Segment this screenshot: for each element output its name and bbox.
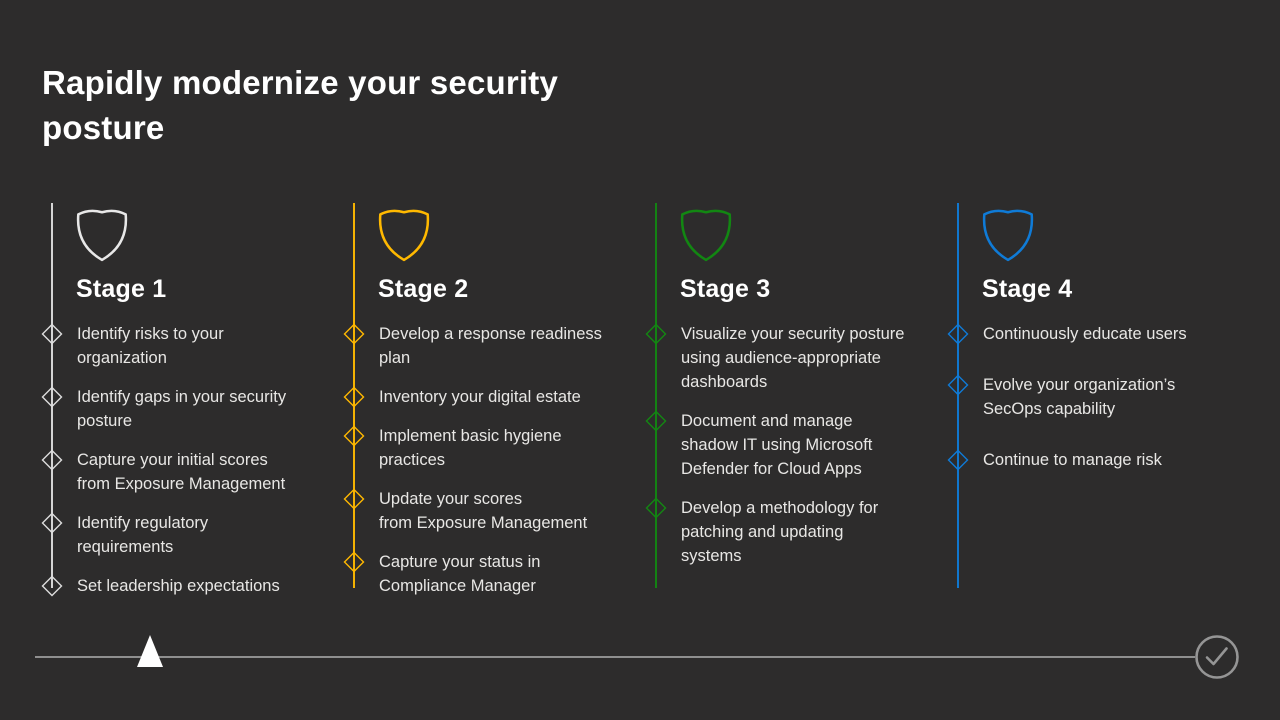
diamond-icon	[41, 575, 63, 597]
stage-item-text: Capture your initial scores from Exposur…	[77, 451, 286, 493]
stage-2-item-list: Develop a response readiness plan Invent…	[342, 322, 642, 613]
stage-1-title: Stage 1	[76, 275, 167, 303]
stage-3-guide-line	[655, 203, 657, 588]
stage-item-text: Continue to manage risk	[983, 451, 1162, 469]
stage-item-text: Evolve your organization’s SecOps capabi…	[983, 376, 1176, 418]
stage-item-text: Inventory your digital estate	[379, 388, 581, 406]
shield-icon	[378, 209, 430, 262]
stage-item: Develop a methodology for patching and u…	[644, 496, 944, 568]
diamond-icon	[947, 323, 969, 345]
stage-item-text: Visualize your security posture using au…	[681, 325, 905, 391]
stage-3-item-list: Visualize your security posture using au…	[644, 322, 944, 583]
stage-item: Update your scores from Exposure Managem…	[342, 487, 642, 535]
stage-item-text: Implement basic hygiene practices	[379, 427, 562, 469]
stage-item-text: Develop a methodology for patching and u…	[681, 499, 879, 565]
page-title: Rapidly modernize your security posture	[42, 64, 559, 146]
diamond-icon	[343, 425, 365, 447]
stage-item-text: Continuously educate users	[983, 325, 1187, 343]
stage-item: Identify risks to your organization	[40, 322, 340, 370]
stage-item: Implement basic hygiene practices	[342, 424, 642, 472]
timeline-line	[35, 656, 1195, 658]
stage-4-item-list: Continuously educate users Evolve your o…	[946, 322, 1246, 499]
stage-item-text: Set leadership expectations	[77, 577, 280, 595]
stage-item: Visualize your security posture using au…	[644, 322, 944, 394]
stage-item: Document and manage shadow IT using Micr…	[644, 409, 944, 481]
stage-item: Inventory your digital estate	[342, 385, 642, 409]
diamond-icon	[343, 386, 365, 408]
stage-1-column: Stage 1 Identify risks to your organizat…	[40, 203, 340, 597]
stage-item: Evolve your organization’s SecOps capabi…	[946, 373, 1246, 421]
diamond-icon	[343, 551, 365, 573]
stage-2-title: Stage 2	[378, 275, 469, 303]
diamond-icon	[645, 323, 667, 345]
stage-item: Capture your status in Compliance Manage…	[342, 550, 642, 598]
diamond-icon	[343, 323, 365, 345]
diamond-icon	[41, 512, 63, 534]
stage-3-title: Stage 3	[680, 275, 771, 303]
shield-icon	[982, 209, 1034, 262]
stage-2-column: Stage 2 Develop a response readiness pla…	[342, 203, 642, 595]
stage-item: Capture your initial scores from Exposur…	[40, 448, 340, 496]
stage-item: Develop a response readiness plan	[342, 322, 642, 370]
stage-item-text: Identify risks to your organization	[77, 325, 224, 367]
triangle-up-icon	[137, 635, 163, 667]
stage-item-text: Capture your status in Compliance Manage…	[379, 553, 541, 595]
stage-4-column: Stage 4 Continuously educate users Evolv…	[946, 203, 1246, 593]
stage-item-text: Identify gaps in your security posture	[77, 388, 287, 430]
stage-1-guide-line	[51, 203, 53, 588]
stage-item-text: Update your scores from Exposure Managem…	[379, 490, 588, 532]
stage-item-text: Develop a response readiness plan	[379, 325, 602, 367]
stage-3-column: Stage 3 Visualize your security posture …	[644, 203, 944, 593]
shield-icon	[680, 209, 732, 262]
stage-4-guide-line	[957, 203, 959, 588]
stage-item: Continue to manage risk	[946, 448, 1246, 472]
diamond-icon	[645, 497, 667, 519]
diamond-icon	[41, 323, 63, 345]
stage-item: Identify regulatory requirements	[40, 511, 340, 559]
stage-1-item-list: Identify risks to your organization Iden…	[40, 322, 340, 613]
stage-item: Identify gaps in your security posture	[40, 385, 340, 433]
stage-item-text: Document and manage shadow IT using Micr…	[681, 412, 873, 478]
diamond-icon	[41, 449, 63, 471]
checkmark-circle-icon	[1195, 635, 1239, 679]
stage-item-text: Identify regulatory requirements	[77, 514, 209, 556]
diamond-icon	[41, 386, 63, 408]
stage-item: Continuously educate users	[946, 322, 1246, 346]
stage-item: Set leadership expectations	[40, 574, 340, 598]
diamond-icon	[343, 488, 365, 510]
shield-icon	[76, 209, 128, 262]
diamond-icon	[645, 410, 667, 432]
diamond-icon	[947, 374, 969, 396]
diamond-icon	[947, 449, 969, 471]
stage-4-title: Stage 4	[982, 275, 1073, 303]
stage-2-guide-line	[353, 203, 355, 588]
